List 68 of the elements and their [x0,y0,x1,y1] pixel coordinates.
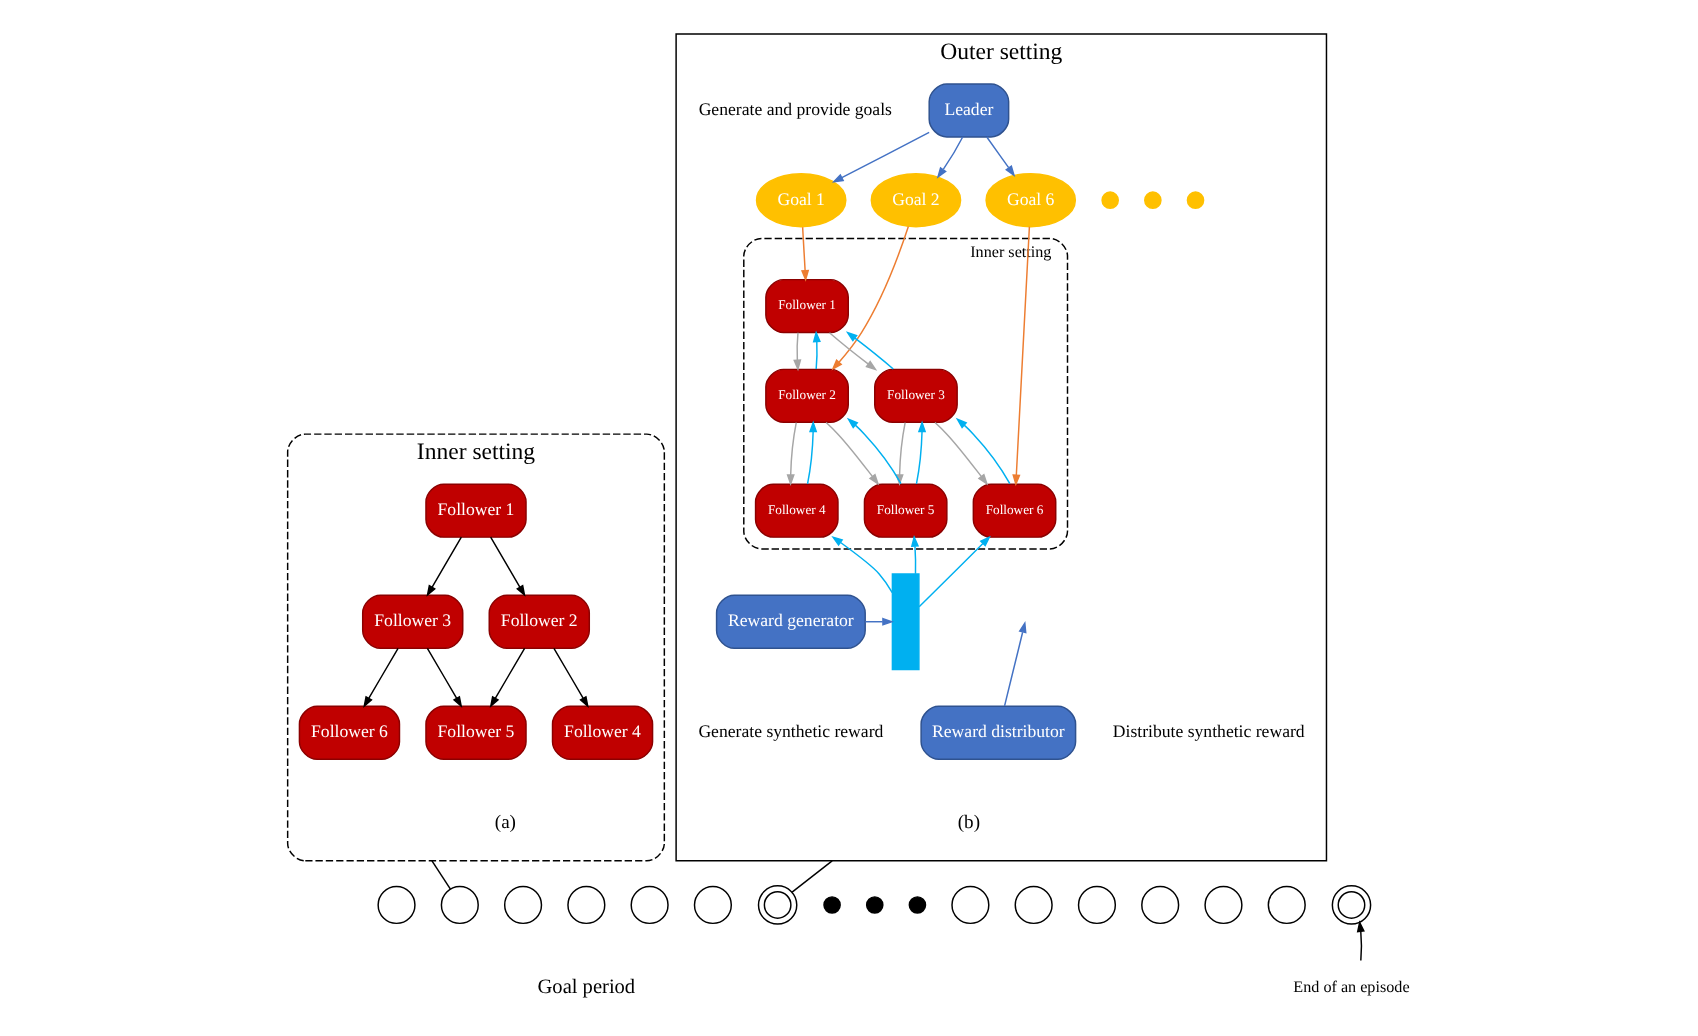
node-circle [377,885,416,925]
node-bar [891,573,920,671]
node-box: Reward distributor [920,705,1077,761]
arrow [426,536,463,597]
node-box: Follower 3 [361,594,464,649]
node-box: Reward generator [715,594,866,649]
arrow [831,535,893,594]
connector [791,860,833,893]
node-ring [1331,885,1372,925]
node-box: Follower 2 [488,594,591,649]
node-dot [1101,191,1119,209]
node-circle [440,885,479,925]
arrow [553,647,589,708]
label: Generate and provide goals [698,98,892,119]
node-box: Follower 4 [551,705,654,761]
arrow [800,226,810,282]
arrow [1012,226,1031,487]
node-circle [951,885,990,925]
arrow [489,536,526,597]
node-circle [1014,885,1053,925]
node-circle [1077,885,1117,925]
arrow [831,225,910,371]
node-ring [757,885,798,925]
node-box: Follower 1 [425,483,527,538]
node-dot [823,896,841,914]
arrow [845,331,894,370]
node-box: Follower 5 [425,705,527,761]
node-circle [1267,885,1306,925]
arrow [786,422,797,487]
arrow [910,535,920,575]
connector [431,860,452,890]
arrow [915,420,927,485]
node-circle [630,885,669,925]
arrow [793,331,802,372]
node-circle [1204,885,1243,925]
node-circle [693,885,733,925]
node-dot [1144,191,1162,209]
arrow [955,417,1011,485]
arrow [489,647,526,708]
label: Distribute synthetic reward [1112,721,1305,742]
arrow [825,421,880,486]
node-text: End of an episode [1293,977,1410,996]
node-ellipse: Goal 6 [985,172,1077,228]
arrow [918,535,991,608]
arrow [363,647,399,708]
label: Goal period [537,976,636,999]
arrow [1003,621,1027,707]
arrow [1356,920,1365,962]
node-dot [1186,191,1205,209]
node-circle [567,885,606,925]
arrow [426,647,463,708]
node-label: (a) [494,811,517,834]
arrow [831,131,930,183]
label: Generate synthetic reward [698,721,884,742]
node-circle [1141,885,1180,925]
arrow [936,136,964,179]
arrow [806,420,818,485]
node-label: (b) [957,811,981,834]
node-ellipse: Goal 2 [870,172,962,228]
arrow [934,421,989,486]
node-circle [503,885,543,925]
arrow [986,136,1016,177]
node-box: Follower 6 [298,705,401,761]
node-dot [865,896,884,914]
arrow [812,330,821,370]
arrow [828,331,878,371]
node-box: Leader [928,83,1010,138]
node-dot [908,896,927,914]
